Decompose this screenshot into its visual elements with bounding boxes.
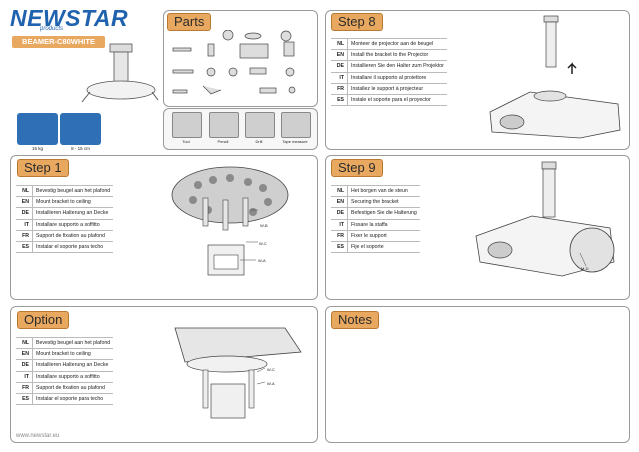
length-icon [60, 113, 101, 145]
callout-w-b: W-B [260, 223, 268, 228]
length-label: 8 - 15 cm [71, 146, 90, 151]
product-image [81, 43, 159, 103]
option-title: Option [17, 311, 70, 329]
pencil-label: Pencil [217, 139, 229, 144]
tool-label: Tool [182, 139, 190, 144]
brand-logo: NEWSTAR [10, 5, 129, 31]
callout-w-a: W-A [258, 258, 266, 263]
step9-title: Step 9 [331, 159, 383, 177]
model-label: BEAMER-C80WHITE [12, 36, 105, 48]
parts-title: Parts [167, 13, 212, 31]
brand-sub: products [40, 26, 64, 32]
callout-w-c: W-C [267, 367, 275, 372]
pencil-icon [209, 112, 239, 138]
step9-drawing [475, 161, 615, 277]
tool-icon [172, 112, 202, 138]
option-drawing [174, 327, 302, 419]
drill-label: Drill [255, 139, 263, 144]
parts-drawing [172, 30, 296, 95]
parts-panel [163, 10, 318, 107]
weight-label: 15 kg [31, 146, 43, 151]
step8-title: Step 8 [331, 13, 383, 31]
step1-title: Step 1 [17, 159, 69, 177]
drill-icon [245, 112, 275, 138]
weight-icon [17, 113, 58, 145]
footer-url[interactable]: www.newstar.eu [16, 433, 60, 439]
step8-drawing [489, 15, 621, 139]
tape-measure-label: Tape measure [282, 139, 308, 144]
callout-w-c: W-C [259, 241, 267, 246]
callout-w-a: W-A [267, 381, 275, 386]
step1-drawing [171, 166, 289, 276]
callout-m-d: M-D [581, 266, 589, 271]
notes-title: Notes [331, 311, 379, 329]
tape-measure-icon [281, 112, 311, 138]
